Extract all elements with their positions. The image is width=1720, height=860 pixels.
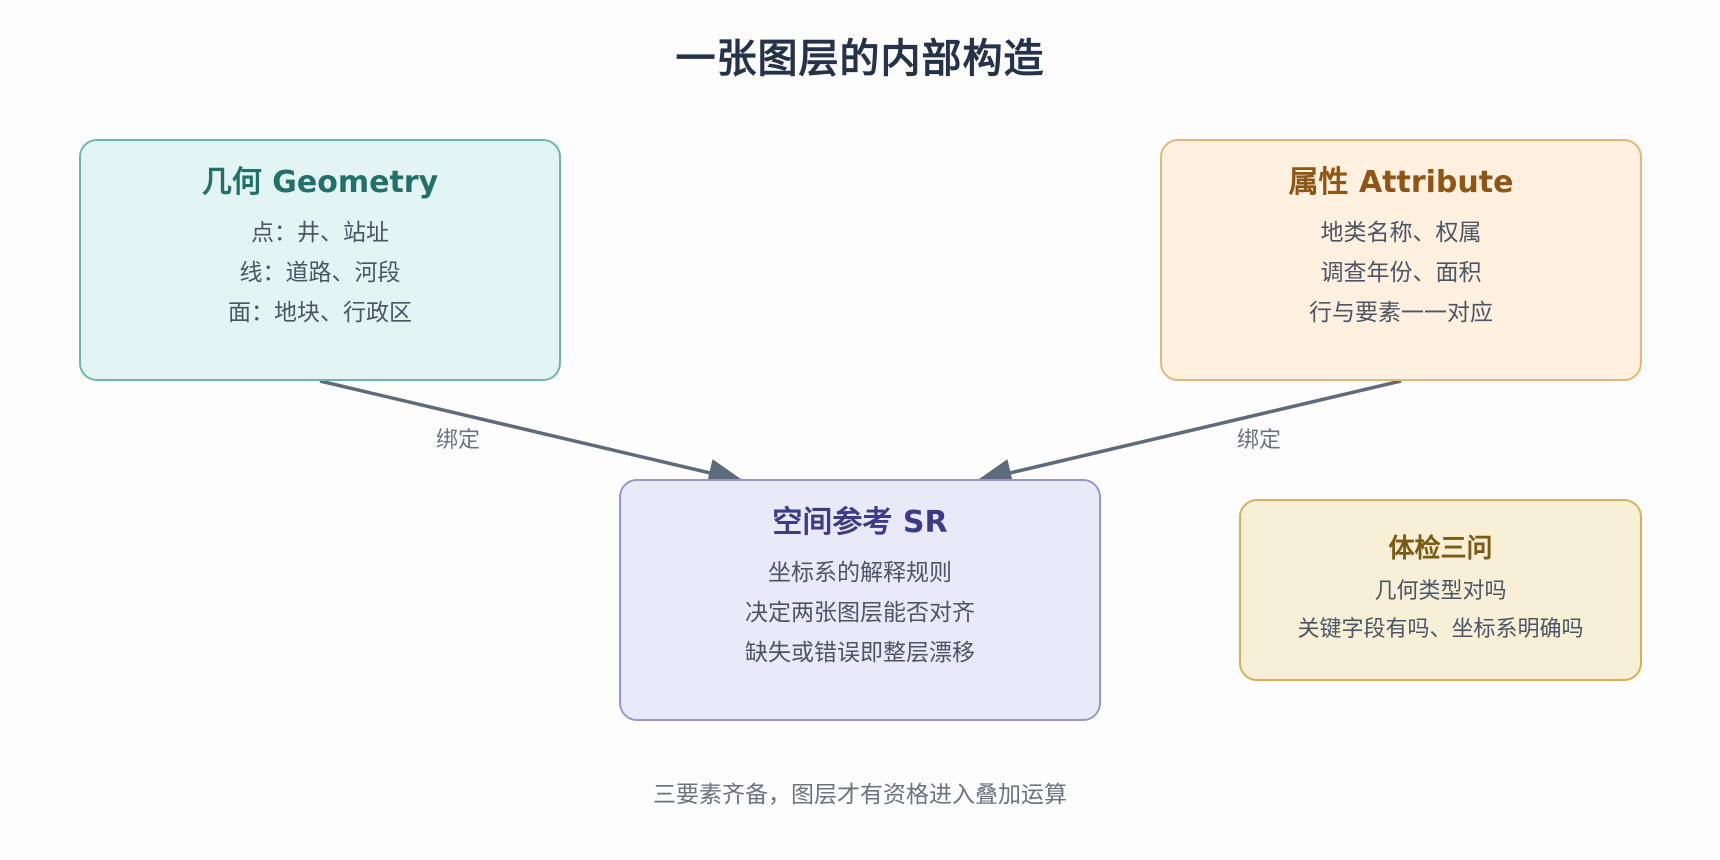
diagram-title: 一张图层的内部构造 (675, 36, 1045, 82)
attribute-node: 属性 Attribute 地类名称、权属 调查年份、面积 行与要素一一对应 (1160, 139, 1642, 381)
edge-label-geometry: 绑定 (436, 428, 481, 453)
spatial-reference-line-2: 决定两张图层能否对齐 (745, 600, 975, 626)
geometry-line-polygon: 面：地块、行政区 (228, 300, 412, 326)
spatial-reference-line-3: 缺失或错误即整层漂移 (745, 640, 975, 666)
geometry-line-line: 线：道路、河段 (239, 260, 401, 286)
spatial-reference-node-title: 空间参考 SR (772, 505, 948, 540)
geometry-node: 几何 Geometry 点：井、站址 线：道路、河段 面：地块、行政区 (79, 139, 561, 381)
checklist-node: 体检三问 几何类型对吗 关键字段有吗、坐标系明确吗 (1239, 499, 1642, 681)
geometry-line-point: 点：井、站址 (251, 220, 389, 246)
checklist-node-title: 体检三问 (1388, 534, 1493, 564)
geometry-node-title: 几何 Geometry (201, 165, 439, 200)
checklist-line-2: 关键字段有吗、坐标系明确吗 (1297, 617, 1584, 642)
checklist-line-1: 几何类型对吗 (1374, 579, 1507, 604)
attribute-line-3: 行与要素一一对应 (1309, 300, 1493, 326)
attribute-line-1: 地类名称、权属 (1320, 220, 1482, 246)
spatial-reference-line-1: 坐标系的解释规则 (768, 560, 952, 586)
spatial-reference-node: 空间参考 SR 坐标系的解释规则 决定两张图层能否对齐 缺失或错误即整层漂移 (619, 479, 1101, 721)
edge-attribute-to-sr (976, 379, 1402, 487)
edge-geometry-to-sr (319, 379, 744, 487)
diagram-footer: 三要素齐备，图层才有资格进入叠加运算 (653, 782, 1067, 808)
edge-label-attribute: 绑定 (1237, 428, 1282, 453)
attribute-line-2: 调查年份、面积 (1320, 260, 1482, 286)
attribute-node-title: 属性 Attribute (1288, 165, 1514, 200)
